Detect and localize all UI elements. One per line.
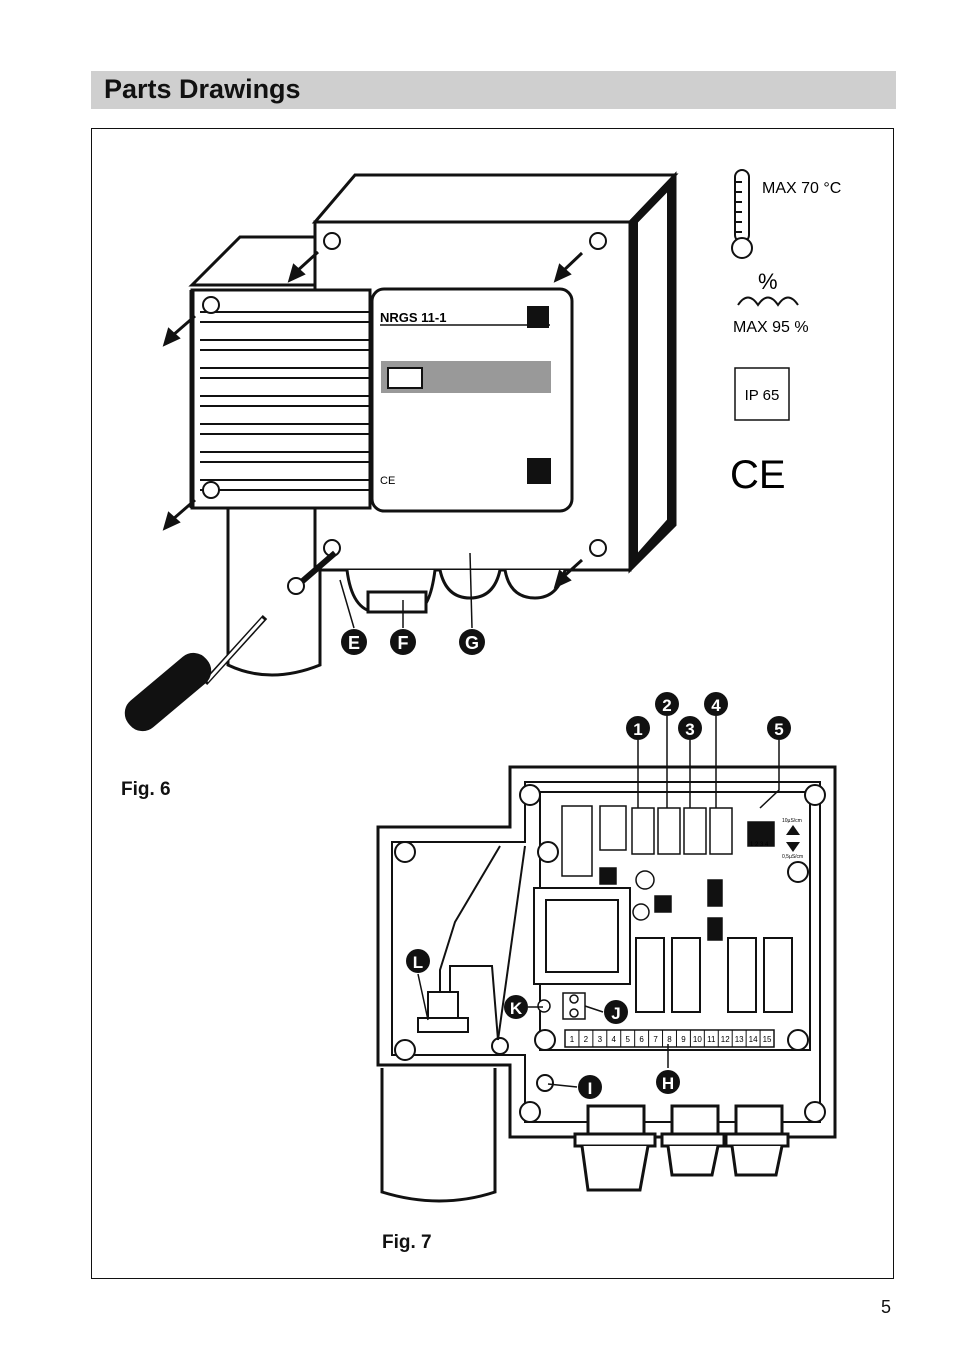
screwdriver-icon bbox=[124, 550, 337, 732]
callout-2: 2 bbox=[655, 692, 679, 716]
top-components bbox=[561, 805, 775, 941]
svg-text:L: L bbox=[413, 953, 423, 972]
terminal-number: 9 bbox=[681, 1035, 686, 1044]
sensor-fitting bbox=[417, 845, 526, 1041]
svg-text:5: 5 bbox=[774, 720, 783, 739]
device-model-label: NRGS 11-1 bbox=[380, 310, 446, 325]
terminal-number: 8 bbox=[667, 1035, 672, 1044]
page-title: Parts Drawings bbox=[104, 74, 301, 104]
screw-icons bbox=[202, 232, 607, 557]
fig6-leader-lines bbox=[339, 552, 473, 629]
terminal-number: 6 bbox=[639, 1035, 644, 1044]
terminal-number: 15 bbox=[763, 1035, 772, 1044]
terminal-number: 5 bbox=[625, 1035, 630, 1044]
callout-4: 4 bbox=[704, 692, 728, 716]
cable-glands bbox=[345, 569, 567, 614]
fig7-caption: Fig. 7 bbox=[382, 1232, 432, 1253]
max-humidity-label: MAX 95 % bbox=[733, 319, 809, 336]
callout-5: 5 bbox=[767, 716, 791, 740]
section-header-bar: Parts Drawings bbox=[91, 71, 896, 109]
terminal-number: 3 bbox=[598, 1035, 603, 1044]
switch-label-top: 10µS/cm bbox=[782, 818, 802, 824]
callout-G: G bbox=[459, 629, 485, 655]
svg-text:1: 1 bbox=[633, 720, 642, 739]
callout-3: 3 bbox=[678, 716, 702, 740]
callout-H: H bbox=[656, 1070, 680, 1094]
svg-text:2: 2 bbox=[662, 696, 671, 715]
terminal-number: 4 bbox=[612, 1035, 617, 1044]
svg-text:E: E bbox=[348, 633, 360, 653]
terminal-number: 1 bbox=[570, 1035, 575, 1044]
mounting-bosses bbox=[394, 784, 826, 1123]
terminal-number: 7 bbox=[653, 1035, 658, 1044]
fig6-caption: Fig. 6 bbox=[121, 779, 171, 800]
callout-1: 1 bbox=[626, 716, 650, 740]
terminal-number: 11 bbox=[707, 1035, 716, 1044]
panel-ce-label: CE bbox=[380, 475, 395, 487]
ip-rating-box bbox=[734, 367, 790, 421]
front-label-panel: NRGS 11-1 CE bbox=[370, 287, 574, 513]
page-number: 5 bbox=[881, 1297, 892, 1317]
fig7-cable-glands bbox=[573, 1104, 790, 1192]
svg-text:4: 4 bbox=[711, 696, 721, 715]
ip-rating-label: IP 65 bbox=[745, 387, 780, 404]
svg-text:F: F bbox=[398, 633, 409, 653]
callout-L: L bbox=[406, 949, 430, 973]
svg-text:I: I bbox=[588, 1079, 593, 1098]
svg-text:G: G bbox=[465, 633, 479, 653]
thermometer-icon bbox=[731, 169, 753, 259]
switch-label-bottom: 0,5µS/cm bbox=[782, 854, 803, 860]
callout-K: K bbox=[504, 995, 528, 1019]
drawing-frame bbox=[91, 128, 894, 1279]
callout-F: F bbox=[390, 629, 416, 655]
svg-text:H: H bbox=[662, 1074, 674, 1093]
removal-arrows bbox=[162, 250, 584, 589]
svg-text:J: J bbox=[611, 1004, 620, 1023]
svg-text:K: K bbox=[510, 999, 523, 1018]
terminal-number: 13 bbox=[735, 1035, 744, 1044]
relays bbox=[635, 937, 793, 1013]
transformer bbox=[533, 887, 631, 985]
terminal-J-block bbox=[537, 992, 586, 1020]
svg-text:3: 3 bbox=[685, 720, 694, 739]
max-temperature-label: MAX 70 °C bbox=[762, 180, 841, 197]
switch-arrow-icons bbox=[786, 825, 800, 852]
ce-mark-icon: CE bbox=[730, 453, 786, 497]
terminal-number: 2 bbox=[584, 1035, 589, 1044]
fig7-leader-lines bbox=[417, 716, 780, 1088]
callout-I: I bbox=[578, 1075, 602, 1099]
callout-J: J bbox=[604, 1000, 628, 1024]
cooling-fins bbox=[200, 311, 370, 491]
terminal-number: 10 bbox=[693, 1035, 702, 1044]
callout-E: E bbox=[341, 629, 367, 655]
fig6-housing bbox=[188, 171, 679, 677]
humidity-symbol: % bbox=[758, 269, 778, 294]
terminal-number: 12 bbox=[721, 1035, 730, 1044]
terminal-number: 14 bbox=[749, 1035, 758, 1044]
humidity-wave-icon bbox=[737, 296, 799, 307]
switch-numbers: 1 2 3 4 bbox=[750, 842, 769, 848]
